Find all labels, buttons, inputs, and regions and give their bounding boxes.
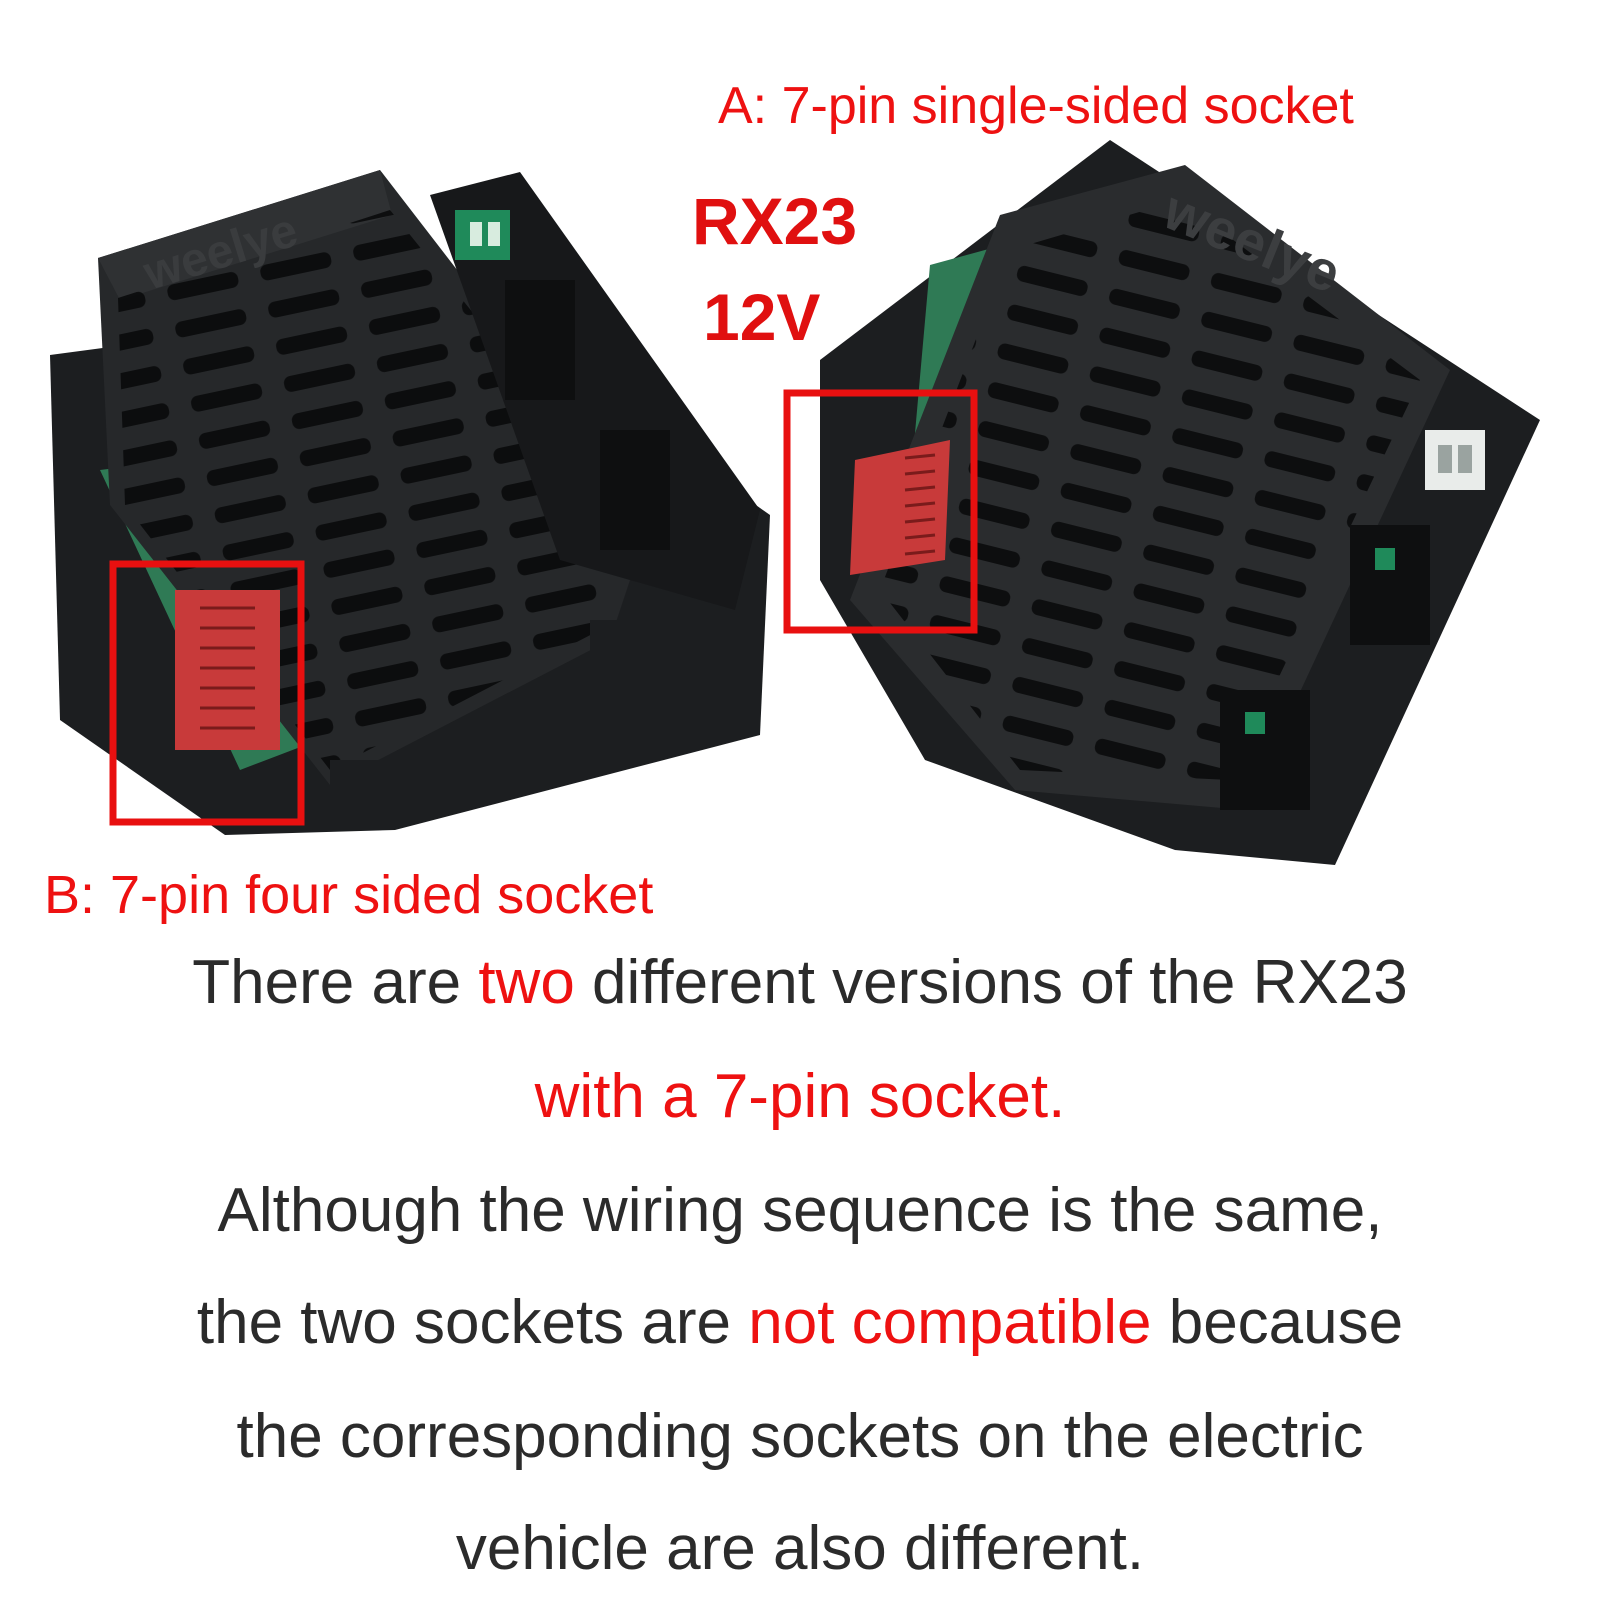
version-b-label: B: 7-pin four sided socket [44, 865, 654, 925]
description-text: because [1151, 1288, 1404, 1357]
description-text: different versions of the RX23 [574, 948, 1408, 1017]
description-line-5: the corresponding sockets on the electri… [236, 1402, 1364, 1471]
description-line-1: There are two different versions of the … [0, 952, 1600, 1014]
description-text: There are [192, 948, 479, 1017]
white-connector [1425, 430, 1485, 490]
model-label: RX23 [692, 184, 858, 258]
voltage-label: 12V [703, 280, 821, 354]
green-connector [455, 210, 510, 260]
highlight-text: two [478, 948, 575, 1017]
controller-version-a: weelye [783, 140, 1540, 865]
description-line-3: Although the wiring sequence is the same… [217, 1176, 1383, 1245]
controller-version-b: weelye [50, 170, 770, 835]
highlight-frame-b [109, 560, 305, 826]
description-text: the two sockets are [196, 1288, 749, 1357]
description-line-6: vehicle are also different. [455, 1514, 1145, 1583]
description-line-4: the two sockets are not compatible becau… [0, 1292, 1600, 1354]
product-photo: weelye weelye [50, 140, 1540, 865]
seven-pin-socket-a [850, 440, 950, 575]
description-line-2: with a 7-pin socket. [534, 1062, 1066, 1131]
highlight-text: not compatible [748, 1288, 1152, 1357]
highlight-frame-a [783, 389, 978, 634]
version-a-label: A: 7-pin single-sided socket [718, 77, 1354, 135]
seven-pin-socket-b [175, 590, 280, 750]
